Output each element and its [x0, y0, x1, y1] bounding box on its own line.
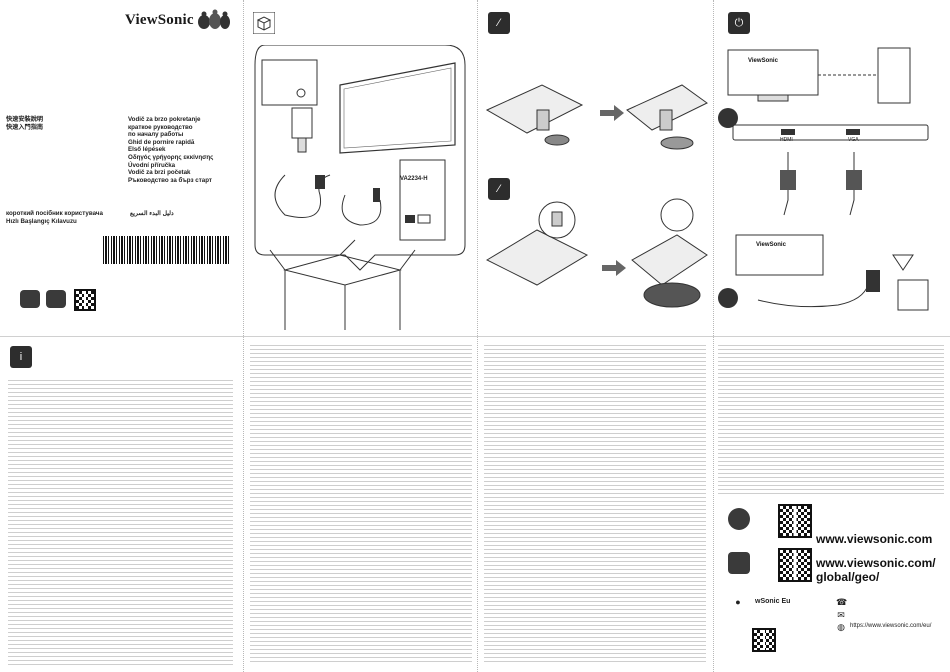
title-list-languages: Vodič za brzo pokretanje краткое руковод… [128, 116, 213, 184]
title-list-chinese: 快速安裝說明 快速入門指南 [6, 116, 43, 131]
title-list-uk-tr: короткий посібник користувача Hızlı Başl… [6, 210, 103, 225]
website-link[interactable]: www.viewsonic.com [816, 532, 933, 546]
safety-text-block [8, 380, 233, 665]
globe-icon: ◍ [837, 622, 845, 632]
phone-icon: ☎ [836, 597, 848, 607]
title-item: Vodič za brzo pokretanje [128, 116, 201, 123]
hdmi-label: HDMI [780, 137, 793, 143]
info-icon: i [10, 346, 32, 368]
model-number: VA2234-H [400, 176, 428, 182]
title-item: краткое руководство [128, 123, 193, 131]
box-open-icon [253, 12, 275, 34]
global-link[interactable]: www.viewsonic.com/ global/geo/ [816, 556, 936, 584]
base-attach-drawing [485, 198, 708, 308]
instructions-text-block [484, 345, 706, 665]
title-item: Vodič za brzi početak [128, 169, 191, 177]
location-icon: ● [735, 597, 741, 607]
global-link-line: www.viewsonic.com/ [816, 556, 936, 570]
package-contents-drawing [254, 45, 466, 330]
register-icon [728, 552, 750, 574]
title-zh-cn: 快速入門指南 [6, 123, 44, 131]
cloud-icon [46, 290, 66, 308]
screwdriver-icon: ⁄ [488, 12, 510, 34]
barcode [103, 236, 231, 264]
fold-line [0, 336, 950, 337]
installation-text-block [250, 345, 472, 665]
qr-code-global[interactable] [778, 548, 812, 582]
connection-drawing: ViewSonic ViewSonic [718, 47, 929, 311]
regulatory-text-block [718, 345, 944, 495]
email-icon: ✉ [837, 610, 845, 620]
plug-icon: ⏻ [728, 12, 750, 34]
global-link-line: global/geo/ [816, 570, 880, 584]
birds-logo-icon [198, 9, 230, 29]
support-icon [728, 508, 750, 530]
title-item: по началу работы [128, 131, 184, 139]
title-item: Ghid de pornire rapidă [128, 138, 195, 146]
book-icon [20, 290, 40, 308]
svg-text:ViewSonic: ViewSonic [748, 58, 779, 64]
vga-label: VGA [848, 137, 859, 143]
title-item: Hızlı Başlangıç Kılavuzu [6, 217, 77, 225]
title-item: Első lépések [128, 146, 166, 154]
qr-code-eu[interactable] [752, 628, 776, 652]
svg-text:ViewSonic: ViewSonic [756, 242, 787, 248]
title-item: Úvodní příručka [128, 161, 176, 169]
region-contact: wSonic Eu [755, 598, 791, 605]
qr-code [74, 289, 96, 311]
screwdriver-icon: ⁄ [488, 178, 510, 200]
brand-logo: ViewSonic [125, 12, 194, 28]
title-item: короткий посібник користувача [6, 210, 103, 217]
title-zh-tw: 快速安裝說明 [6, 116, 44, 123]
eu-website-link[interactable]: https://www.viewsonic.com/eu/ [850, 623, 932, 629]
qr-code-support[interactable] [778, 504, 812, 538]
stand-attach-drawing [485, 84, 708, 150]
title-item: Ръководство за бърз старт [128, 176, 212, 184]
title-arabic: دليل البدء السريع [130, 210, 174, 217]
title-item: Οδηγός γρήγορης εκκίνησης [128, 153, 214, 161]
